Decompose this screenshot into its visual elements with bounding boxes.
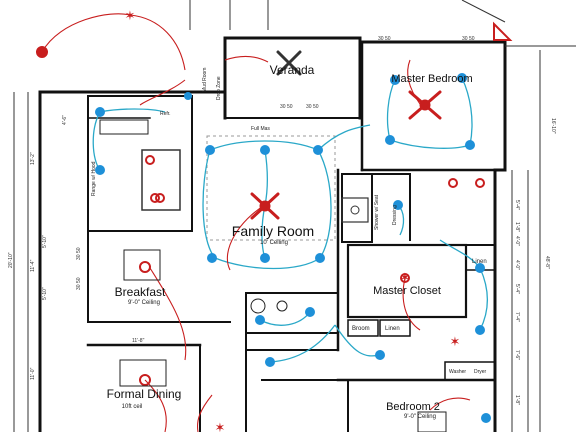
recessed-light-icon: [205, 145, 215, 155]
pendant-light-icon: [155, 193, 165, 203]
recessed-light-icon: [315, 253, 325, 263]
recessed-light-icon: [385, 135, 395, 145]
dimension-label: 1'-8": [514, 222, 520, 232]
room-label-family-room: Family Room: [232, 223, 314, 239]
dimension-label: 4'-6": [62, 115, 68, 125]
label-drop-zone: Drop Zone: [216, 76, 222, 100]
pendant-light-icon: [448, 178, 458, 188]
pendant-light-icon: [139, 374, 151, 386]
pendant-light-icon: [145, 155, 155, 165]
pendant-light-icon: [139, 261, 151, 273]
dimension-label: 11'-0": [30, 367, 36, 380]
recessed-light-icon: [207, 253, 217, 263]
dimension-label: 30 50: [306, 104, 319, 110]
sink: [341, 197, 369, 223]
label-mud-room: Mud Room: [202, 68, 208, 92]
walls: [13, 0, 576, 432]
recessed-light-icon: [95, 107, 105, 117]
dimension-label: 11'-4": [30, 259, 36, 272]
dimension-label: 30 50: [462, 36, 475, 42]
label-shower: Shower w/ Seat: [374, 194, 380, 230]
label-dressing: Dressing: [392, 205, 398, 225]
room-label-veranda: Veranda: [270, 63, 315, 77]
furniture: [99, 119, 447, 432]
recessed-light-icon: [481, 413, 491, 423]
dimension-label: 7'-4": [514, 312, 520, 322]
ceiling-fan-icon: [250, 192, 280, 220]
dimension-label: 5'-10": [42, 235, 48, 248]
room-ceiling-formal-dining: 10ft ceil: [122, 404, 143, 410]
switch-symbols: ✶ ✶ ✶ ✶: [125, 9, 461, 432]
ceiling-fan-icon: [276, 50, 302, 76]
label-dryer: Dryer: [474, 369, 487, 375]
room-label-master-bedroom: Master Bedroom: [391, 73, 472, 85]
room-ceiling-breakfast: 9'-0" Ceiling: [128, 300, 160, 306]
dimension-label: 1'-8": [514, 395, 520, 405]
recessed-light-icon: [265, 357, 275, 367]
ceiling-fan-icon: [408, 90, 442, 120]
room-label-bedroom-2: Bedroom 2: [386, 401, 440, 413]
family-room-ceiling-outline: [206, 135, 336, 241]
recessed-light-icon: [390, 75, 400, 85]
pendant-light-icon: [150, 193, 160, 203]
recessed-light-icon: [260, 145, 270, 155]
pendant-light-icon: [36, 46, 48, 58]
room-ceiling-bedroom-2: 9'-0" Ceiling: [404, 414, 436, 420]
label-range: Range w/ Hood: [91, 161, 97, 196]
pendant-light-icon: [475, 178, 485, 188]
dimension-label: 7'-6": [514, 350, 520, 360]
north-marker-icon: [493, 21, 513, 41]
label-linen-2: Linen: [385, 326, 400, 332]
dimension-label: 11'-8": [132, 338, 145, 344]
dimension-label: 5'-4": [514, 284, 520, 294]
label-full-mas: Full Mas: [251, 126, 270, 132]
recessed-light-icon: [95, 165, 105, 175]
recessed-light-icon: [375, 350, 385, 360]
recessed-light-icon: [255, 315, 265, 325]
switch-icon: ✶: [125, 9, 136, 24]
recessed-light-icon: [305, 307, 315, 317]
room-ceiling-family-room: 10' Ceiling: [260, 240, 288, 246]
dimension-label: 5'-4": [514, 200, 520, 210]
recessed-light-icon: [475, 325, 485, 335]
dimension-label: 16'-10": [550, 118, 556, 134]
wiring: [92, 77, 489, 363]
recessed-light-icon: [184, 92, 192, 100]
dimension-label: 30 50: [280, 104, 293, 110]
dimension-label: 4'-0": [514, 236, 520, 246]
switch-icon: ✶: [215, 421, 226, 432]
label-broom: Broom: [352, 326, 370, 332]
dimension-label: 4'-0": [514, 260, 520, 270]
label-refrigerator: Refr.: [160, 111, 171, 117]
recessed-light-icon: [393, 200, 403, 210]
room-label-breakfast: Breakfast: [115, 285, 166, 299]
dimension-label: 30 50: [76, 277, 82, 290]
room-label-master-closet: Master Closet: [373, 285, 441, 297]
switch-icon: ✶: [400, 271, 411, 286]
room-label-formal-dining: Formal Dining: [107, 387, 182, 401]
switch-icon: ✶: [450, 335, 461, 350]
dimension-label: 5'-10": [42, 287, 48, 300]
recessed-light-icon: [475, 263, 485, 273]
recessed-lights: [95, 73, 491, 423]
label-linen-1: Linen: [472, 259, 487, 265]
dimension-label: 48'-8": [544, 256, 550, 269]
dimension-label: 30 50: [76, 247, 82, 260]
dimension-label: 13'-2": [30, 152, 36, 165]
recessed-light-icon: [465, 140, 475, 150]
label-washer: Washer: [449, 369, 466, 375]
dimension-label: 30 50: [378, 36, 391, 42]
dimension-label: 20'-10": [8, 252, 14, 268]
recessed-light-icon: [457, 73, 467, 83]
recessed-light-icon: [313, 145, 323, 155]
sink-drain-icon: [350, 205, 360, 215]
pendant-light-icon: [400, 273, 410, 283]
recessed-light-icon: [260, 253, 270, 263]
red-fixtures: [36, 46, 485, 386]
